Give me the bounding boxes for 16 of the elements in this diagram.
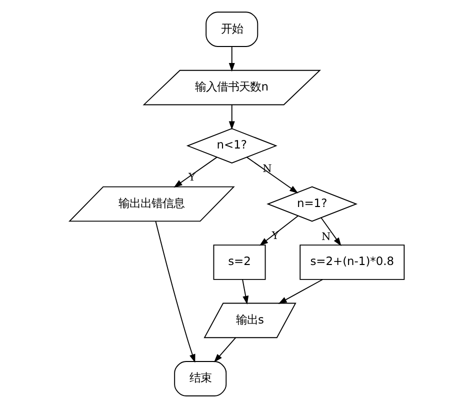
- arrow: [320, 217, 342, 246]
- arrow: [155, 220, 196, 363]
- arrow: [259, 215, 299, 246]
- arrow: [278, 279, 324, 304]
- node-box: 结束: [174, 361, 227, 396]
- edge-label: N: [322, 230, 331, 243]
- node-box: 开始: [206, 12, 258, 47]
- node-box: s=2+(n-1)*0.8: [300, 244, 405, 280]
- arrow: [228, 104, 235, 130]
- arrow: [242, 279, 249, 304]
- arrow: [174, 156, 218, 188]
- node-diamond: n<1?: [186, 128, 278, 164]
- arrow: [246, 156, 298, 194]
- arrow: [228, 46, 235, 72]
- arrow: [214, 337, 236, 362]
- node-box: s=2: [213, 244, 266, 280]
